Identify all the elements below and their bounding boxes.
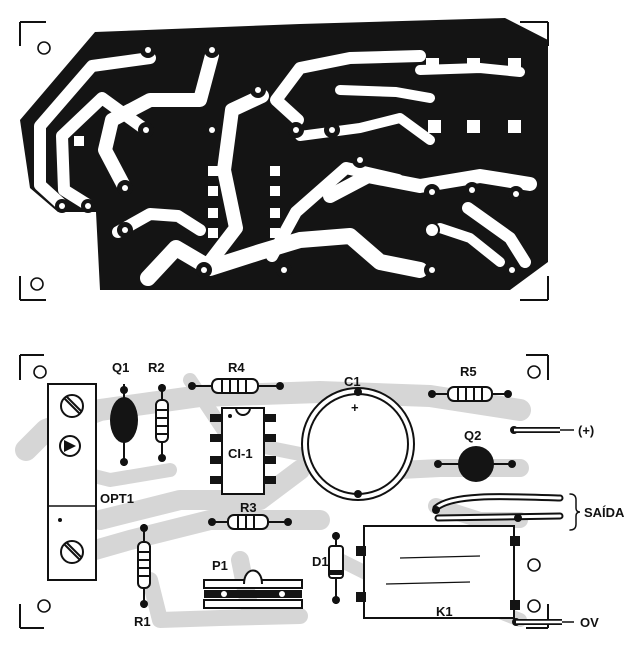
- copper-square-pads: [74, 58, 521, 238]
- label-p1: P1: [212, 558, 228, 573]
- ci1-integrated-circuit: [210, 407, 276, 495]
- saida-output-wires: [432, 493, 581, 531]
- p1-potentiometer: [203, 569, 303, 609]
- copper-round-pads: [55, 42, 524, 278]
- label-q2: Q2: [464, 428, 481, 443]
- label-r3: R3: [240, 500, 257, 515]
- label-cap-plus: +: [351, 400, 359, 415]
- label-r4: R4: [228, 360, 245, 375]
- label-r5: R5: [460, 364, 477, 379]
- isolation-gaps: [34, 48, 537, 286]
- opt1-terminal-block: [47, 383, 97, 581]
- component-side-board: Q1 R2 R4 C1 R5 CI-1 + Q2 (+) OPT1 R3 SAÍ…: [15, 354, 625, 630]
- corner-marks-top: [19, 21, 549, 301]
- label-d1: D1: [312, 554, 329, 569]
- c1-capacitor: [301, 387, 415, 501]
- q1-transistor: [110, 384, 138, 466]
- label-q1: Q1: [112, 360, 129, 375]
- label-c1: C1: [344, 374, 361, 389]
- mounting-holes-bottom: [33, 365, 541, 613]
- label-k1: K1: [436, 604, 453, 619]
- positive-supply-wire: [510, 426, 574, 434]
- r4-resistor: [188, 378, 284, 394]
- r1-resistor: [137, 524, 151, 608]
- label-ov: OV: [580, 615, 599, 630]
- r5-resistor: [428, 386, 512, 402]
- corner-marks-bottom: [19, 354, 549, 629]
- label-saida: SAÍDA: [584, 505, 625, 520]
- ground-wire: [512, 618, 574, 626]
- label-r2: R2: [148, 360, 165, 375]
- label-r1: R1: [134, 614, 151, 629]
- r2-resistor: [155, 384, 169, 462]
- copper-side-board: [19, 18, 549, 301]
- label-ci1: CI-1: [228, 446, 253, 461]
- component-labels: Q1 R2 R4 C1 R5 CI-1 + Q2 (+) OPT1 R3 SAÍ…: [100, 360, 625, 630]
- d1-diode: [328, 532, 344, 604]
- label-opt1: OPT1: [100, 491, 134, 506]
- r3-resistor: [208, 514, 292, 530]
- k1-relay: [356, 525, 520, 619]
- label-plus: (+): [578, 423, 594, 438]
- q2-transistor: [434, 446, 516, 482]
- copper-pour: [20, 18, 548, 290]
